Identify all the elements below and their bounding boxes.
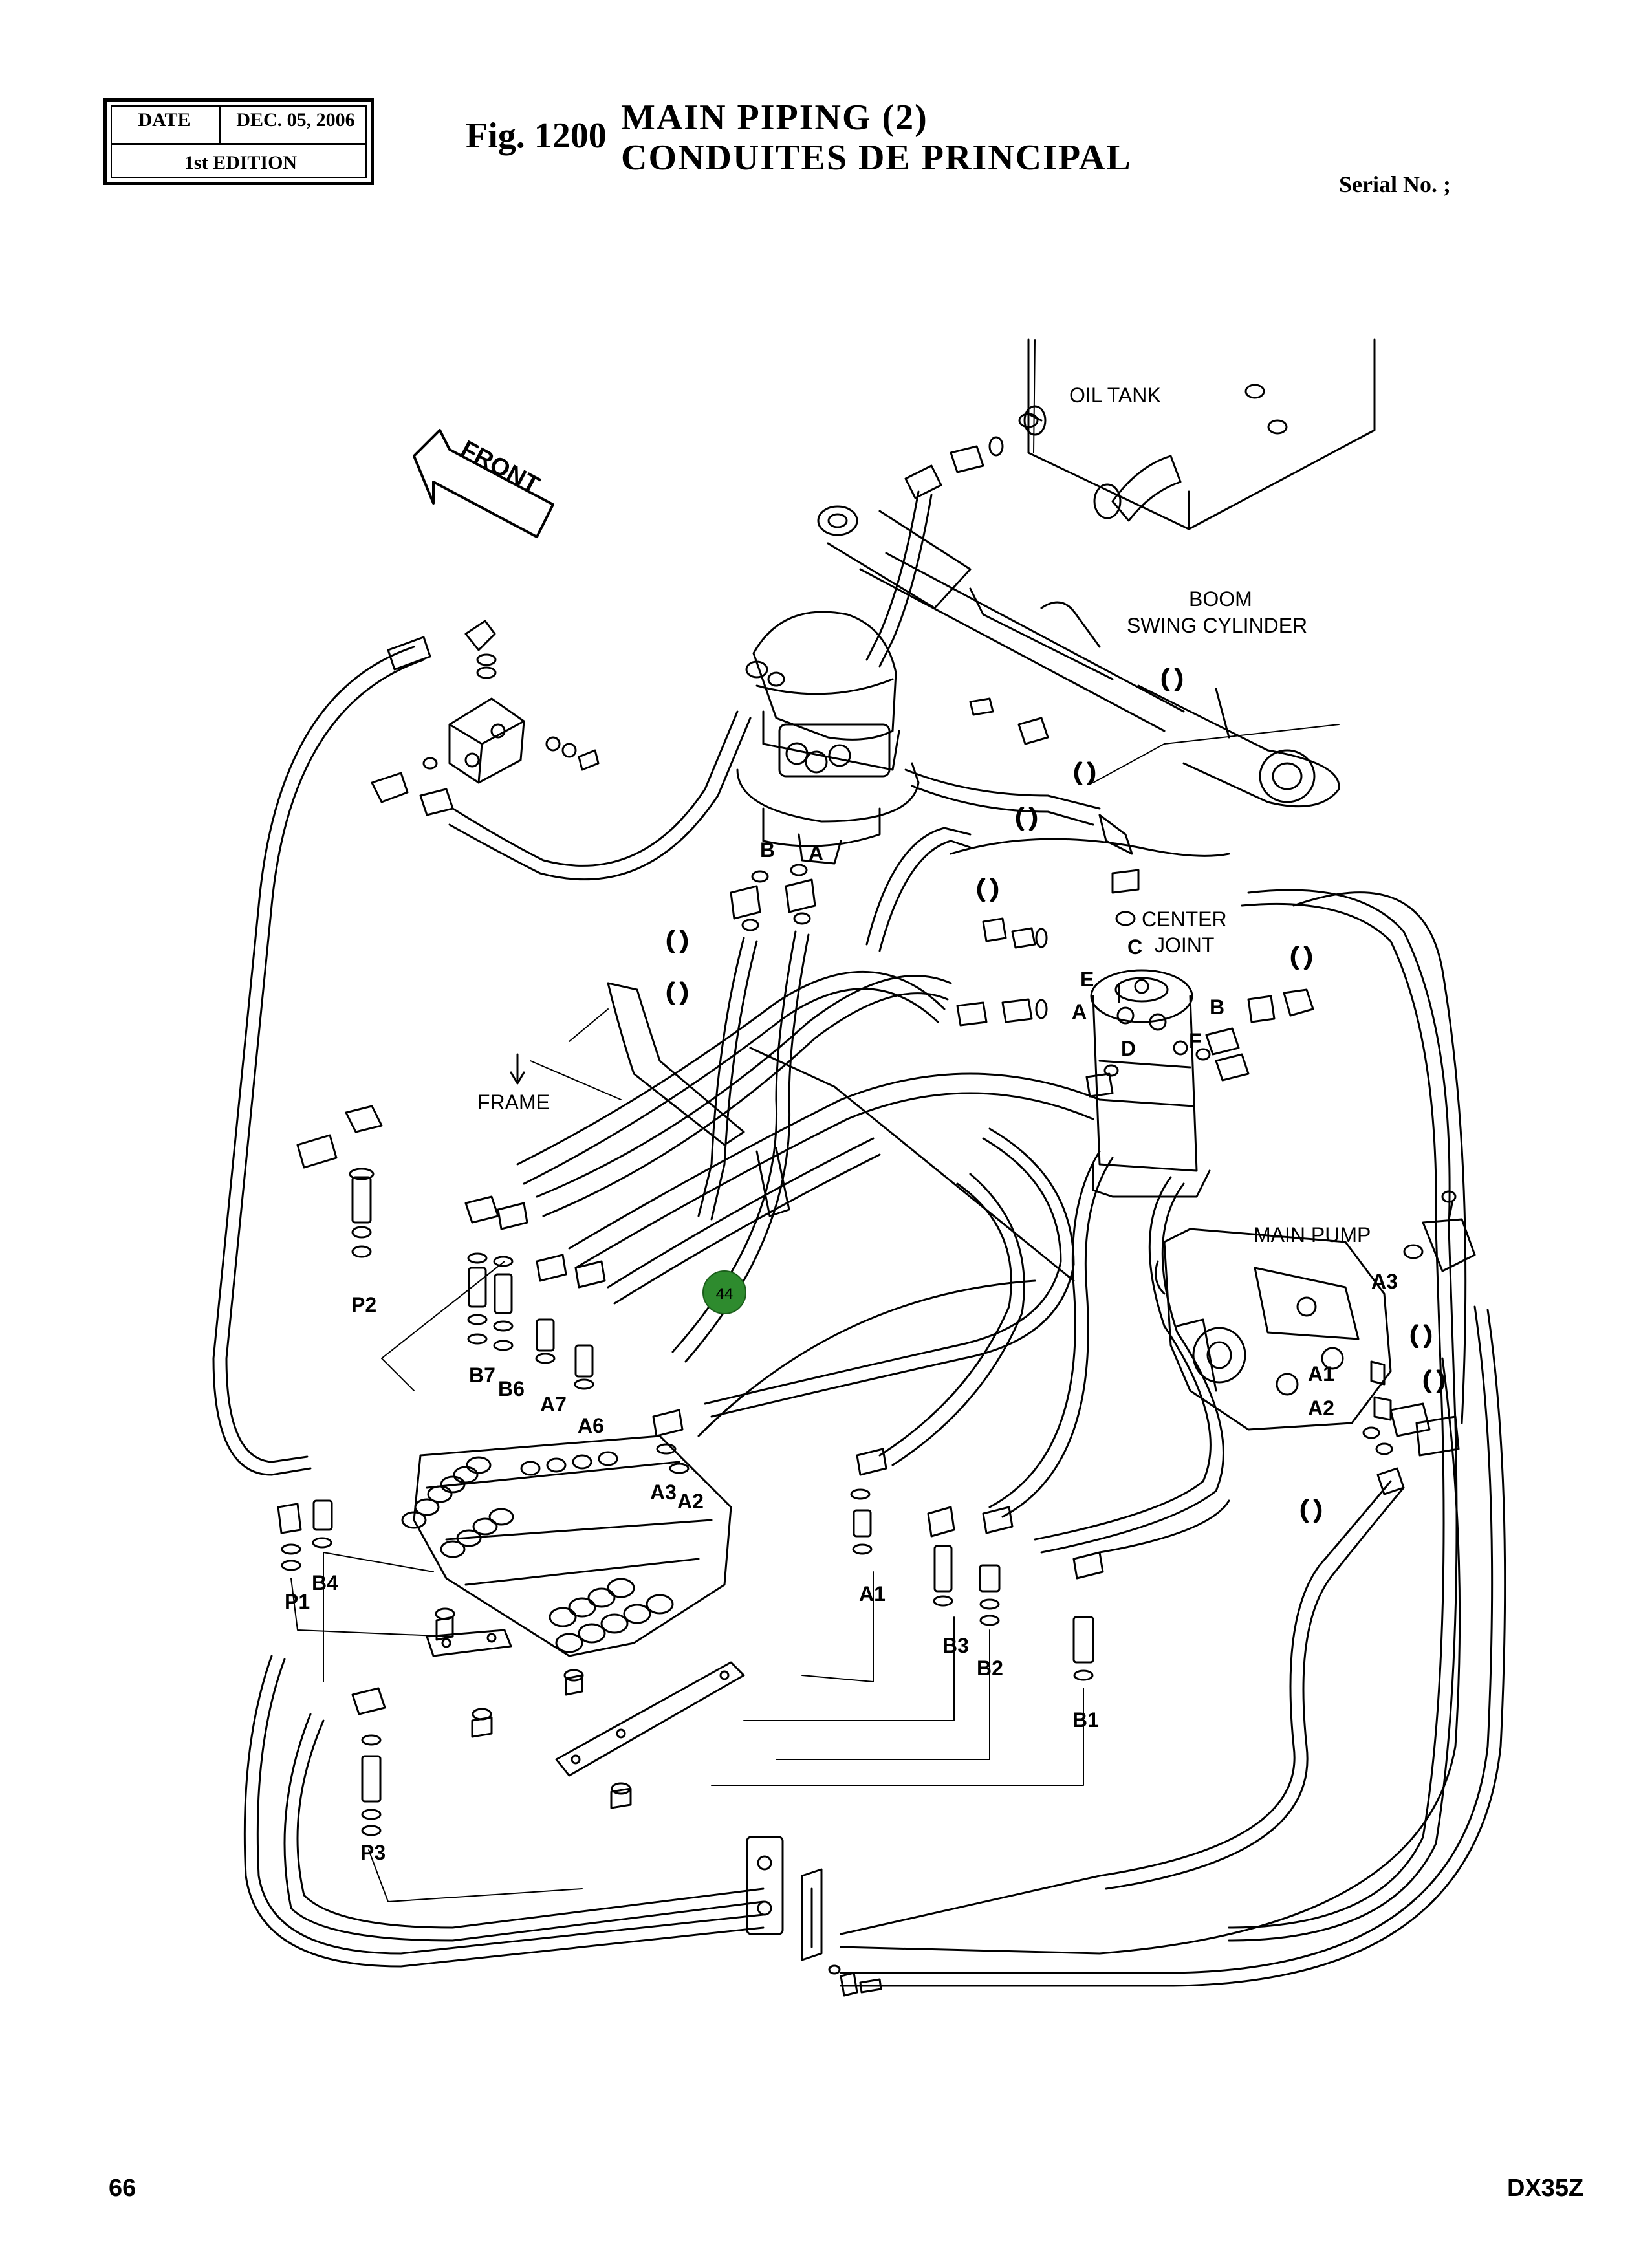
port-b-motor: B <box>760 838 775 862</box>
paren-mark: ( ) <box>666 978 688 1005</box>
swing-motor <box>736 611 920 865</box>
port-labels: B A C E A B D F P2 B7 B6 A7 A6 A3 A2 B4 … <box>285 838 1398 1864</box>
callout-44[interactable]: 44 <box>702 1270 746 1314</box>
paren-mark: ( ) <box>666 926 688 953</box>
main-pump-label: MAIN PUMP <box>1254 1223 1371 1246</box>
front-arrow <box>413 429 554 538</box>
paren-mark: ( ) <box>1161 664 1183 691</box>
port-a3-pump: A3 <box>1371 1270 1398 1293</box>
paren-mark: ( ) <box>1410 1321 1432 1347</box>
edition-label: 1st EDITION <box>184 152 298 173</box>
center-joint-label-line2: JOINT <box>1155 933 1214 957</box>
hose-clamp <box>746 1836 823 1961</box>
port-f-joint: F <box>1189 1029 1202 1052</box>
leader-lines <box>290 724 1340 1902</box>
port-p3: P3 <box>360 1841 386 1864</box>
port-a3-valve: A3 <box>650 1481 677 1504</box>
title-english: MAIN PIPING (2) <box>621 98 928 138</box>
date-label: DATE <box>138 109 191 131</box>
small-valve-block <box>448 697 525 784</box>
center-joint-label-line1: CENTER <box>1142 908 1227 931</box>
port-a-motor: A <box>809 842 823 865</box>
paren-marks: ( ) ( ) ( ) ( ) ( ) ( ) ( ) ( ) ( ) ( ) <box>666 664 1446 1523</box>
port-b7: B7 <box>469 1364 495 1387</box>
frame-label: FRAME <box>477 1091 550 1114</box>
port-a2-valve: A2 <box>677 1490 704 1513</box>
callout-44-number: 44 <box>716 1285 734 1303</box>
callout-44-circle <box>702 1270 746 1314</box>
date-value: DEC. 05, 2006 <box>236 109 355 131</box>
fittings <box>277 436 1476 1997</box>
paren-mark: ( ) <box>1300 1495 1322 1522</box>
boom-label-line1: BOOM <box>1189 587 1252 611</box>
frame-arrow-icon <box>510 1053 525 1085</box>
date-box-inner-border <box>111 105 367 178</box>
port-b2: B2 <box>977 1657 1003 1680</box>
front-label: FRONT <box>456 435 543 499</box>
port-a2-pump: A2 <box>1308 1397 1334 1420</box>
paren-mark: ( ) <box>1074 758 1096 785</box>
date-box-row-divider <box>111 143 367 145</box>
serial-number: Serial No. ; <box>1339 171 1451 197</box>
boom-label-line2: SWING CYLINDER <box>1127 614 1307 637</box>
figure-number: Fig. 1200 <box>466 116 607 156</box>
port-c-joint: C <box>1127 935 1142 959</box>
page-number: 66 <box>109 2175 136 2202</box>
port-a-joint: A <box>1072 1000 1087 1023</box>
model-code: DX35Z <box>1507 2175 1584 2202</box>
port-a1-valve: A1 <box>859 1582 886 1605</box>
paren-mark: ( ) <box>1290 942 1312 969</box>
boom-swing-cylinder <box>817 505 1340 808</box>
control-valve <box>401 1435 745 1777</box>
port-a1-pump: A1 <box>1308 1362 1334 1386</box>
center-joint <box>1090 969 1211 1198</box>
port-b1: B1 <box>1072 1708 1099 1732</box>
frame-strap <box>607 982 790 1217</box>
oil-tank-label: OIL TANK <box>1069 384 1161 407</box>
title-french: CONDUITES DE PRINCIPAL <box>621 138 1132 178</box>
port-a6: A6 <box>578 1414 604 1437</box>
port-a7: A7 <box>540 1393 567 1416</box>
port-d-joint: D <box>1121 1037 1136 1060</box>
port-b3: B3 <box>942 1634 969 1657</box>
port-p2: P2 <box>351 1293 376 1316</box>
port-b-joint: B <box>1210 995 1224 1019</box>
main-pump <box>1155 1228 1392 1431</box>
hoses <box>212 490 1506 1987</box>
date-edition-box: DATE DEC. 05, 2006 1st EDITION <box>103 98 374 185</box>
date-box-divider <box>219 105 221 143</box>
paren-mark: ( ) <box>1423 1366 1445 1393</box>
port-p1: P1 <box>285 1590 310 1613</box>
port-b6: B6 <box>498 1377 525 1400</box>
oil-tank <box>1018 338 1376 530</box>
port-e-joint: E <box>1080 968 1094 991</box>
port-b4: B4 <box>312 1571 338 1594</box>
paren-mark: ( ) <box>1016 803 1038 830</box>
paren-mark: ( ) <box>977 875 999 901</box>
